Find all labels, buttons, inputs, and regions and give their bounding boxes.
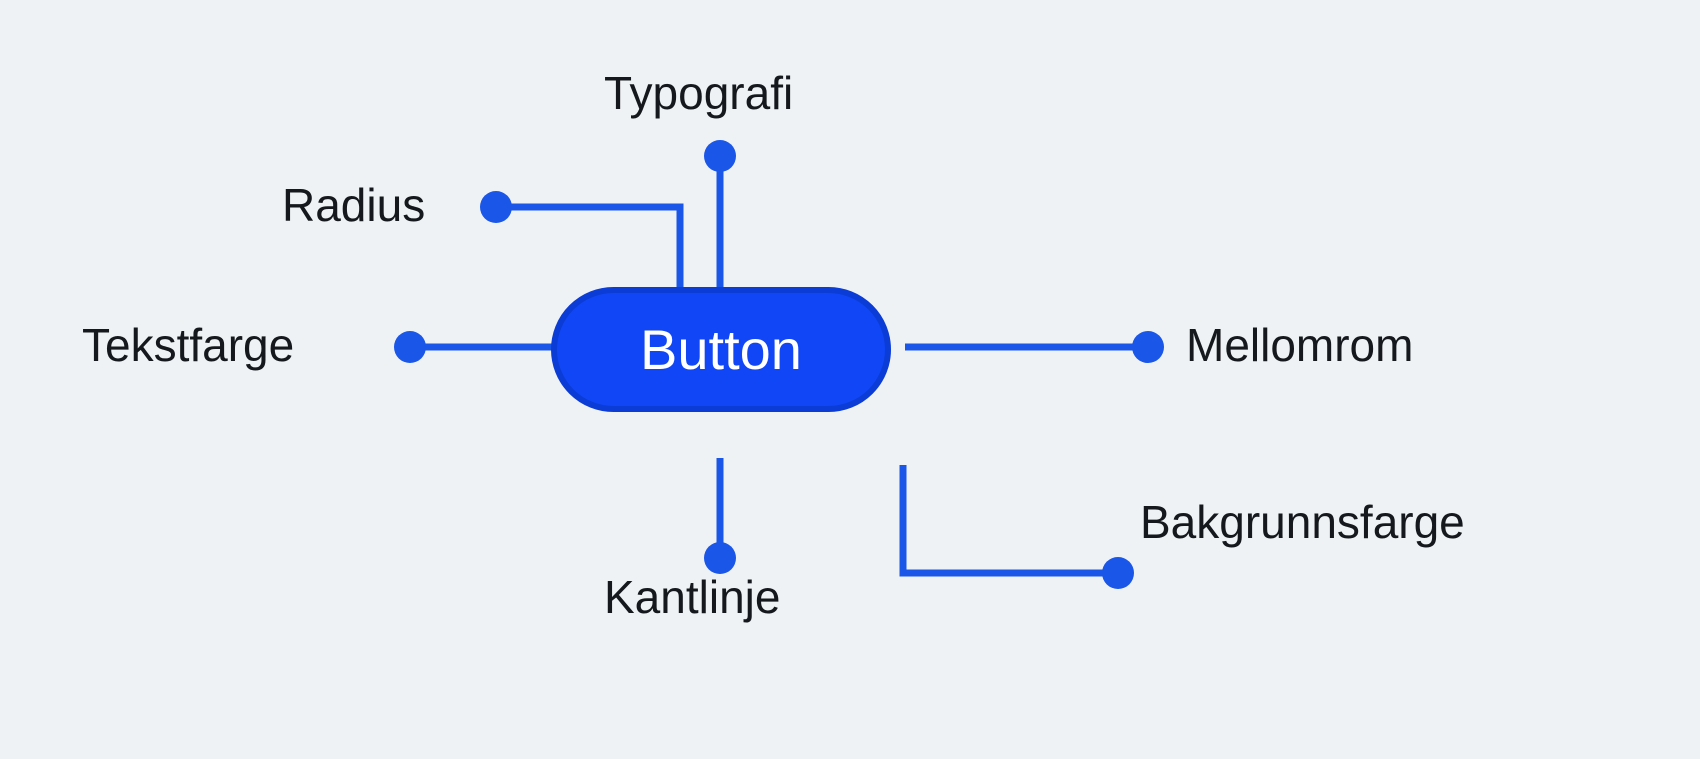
connector-radius: [496, 203, 684, 290]
endpoint-dot-kantlinje: [704, 542, 736, 574]
node-label-kantlinje: Kantlinje: [604, 571, 781, 623]
center-button[interactable]: Button: [551, 287, 891, 412]
endpoint-dot-typografi: [704, 140, 736, 172]
node-label-tekstfarge: Tekstfarge: [82, 319, 295, 371]
connector-bakgrunnsfarge: [899, 465, 1118, 577]
endpoint-dot-bakgrunnsfarge: [1102, 557, 1134, 589]
center-button-label: Button: [640, 317, 802, 381]
endpoint-dot-mellomrom: [1132, 331, 1164, 363]
node-label-radius: Radius: [282, 179, 426, 231]
endpoint-dot-tekstfarge: [394, 331, 426, 363]
node-label-typografi: Typografi: [604, 67, 794, 119]
node-label-mellomrom: Mellomrom: [1186, 319, 1414, 371]
endpoint-dot-radius: [480, 191, 512, 223]
node-label-bakgrunnsfarge: Bakgrunnsfarge: [1140, 496, 1465, 548]
